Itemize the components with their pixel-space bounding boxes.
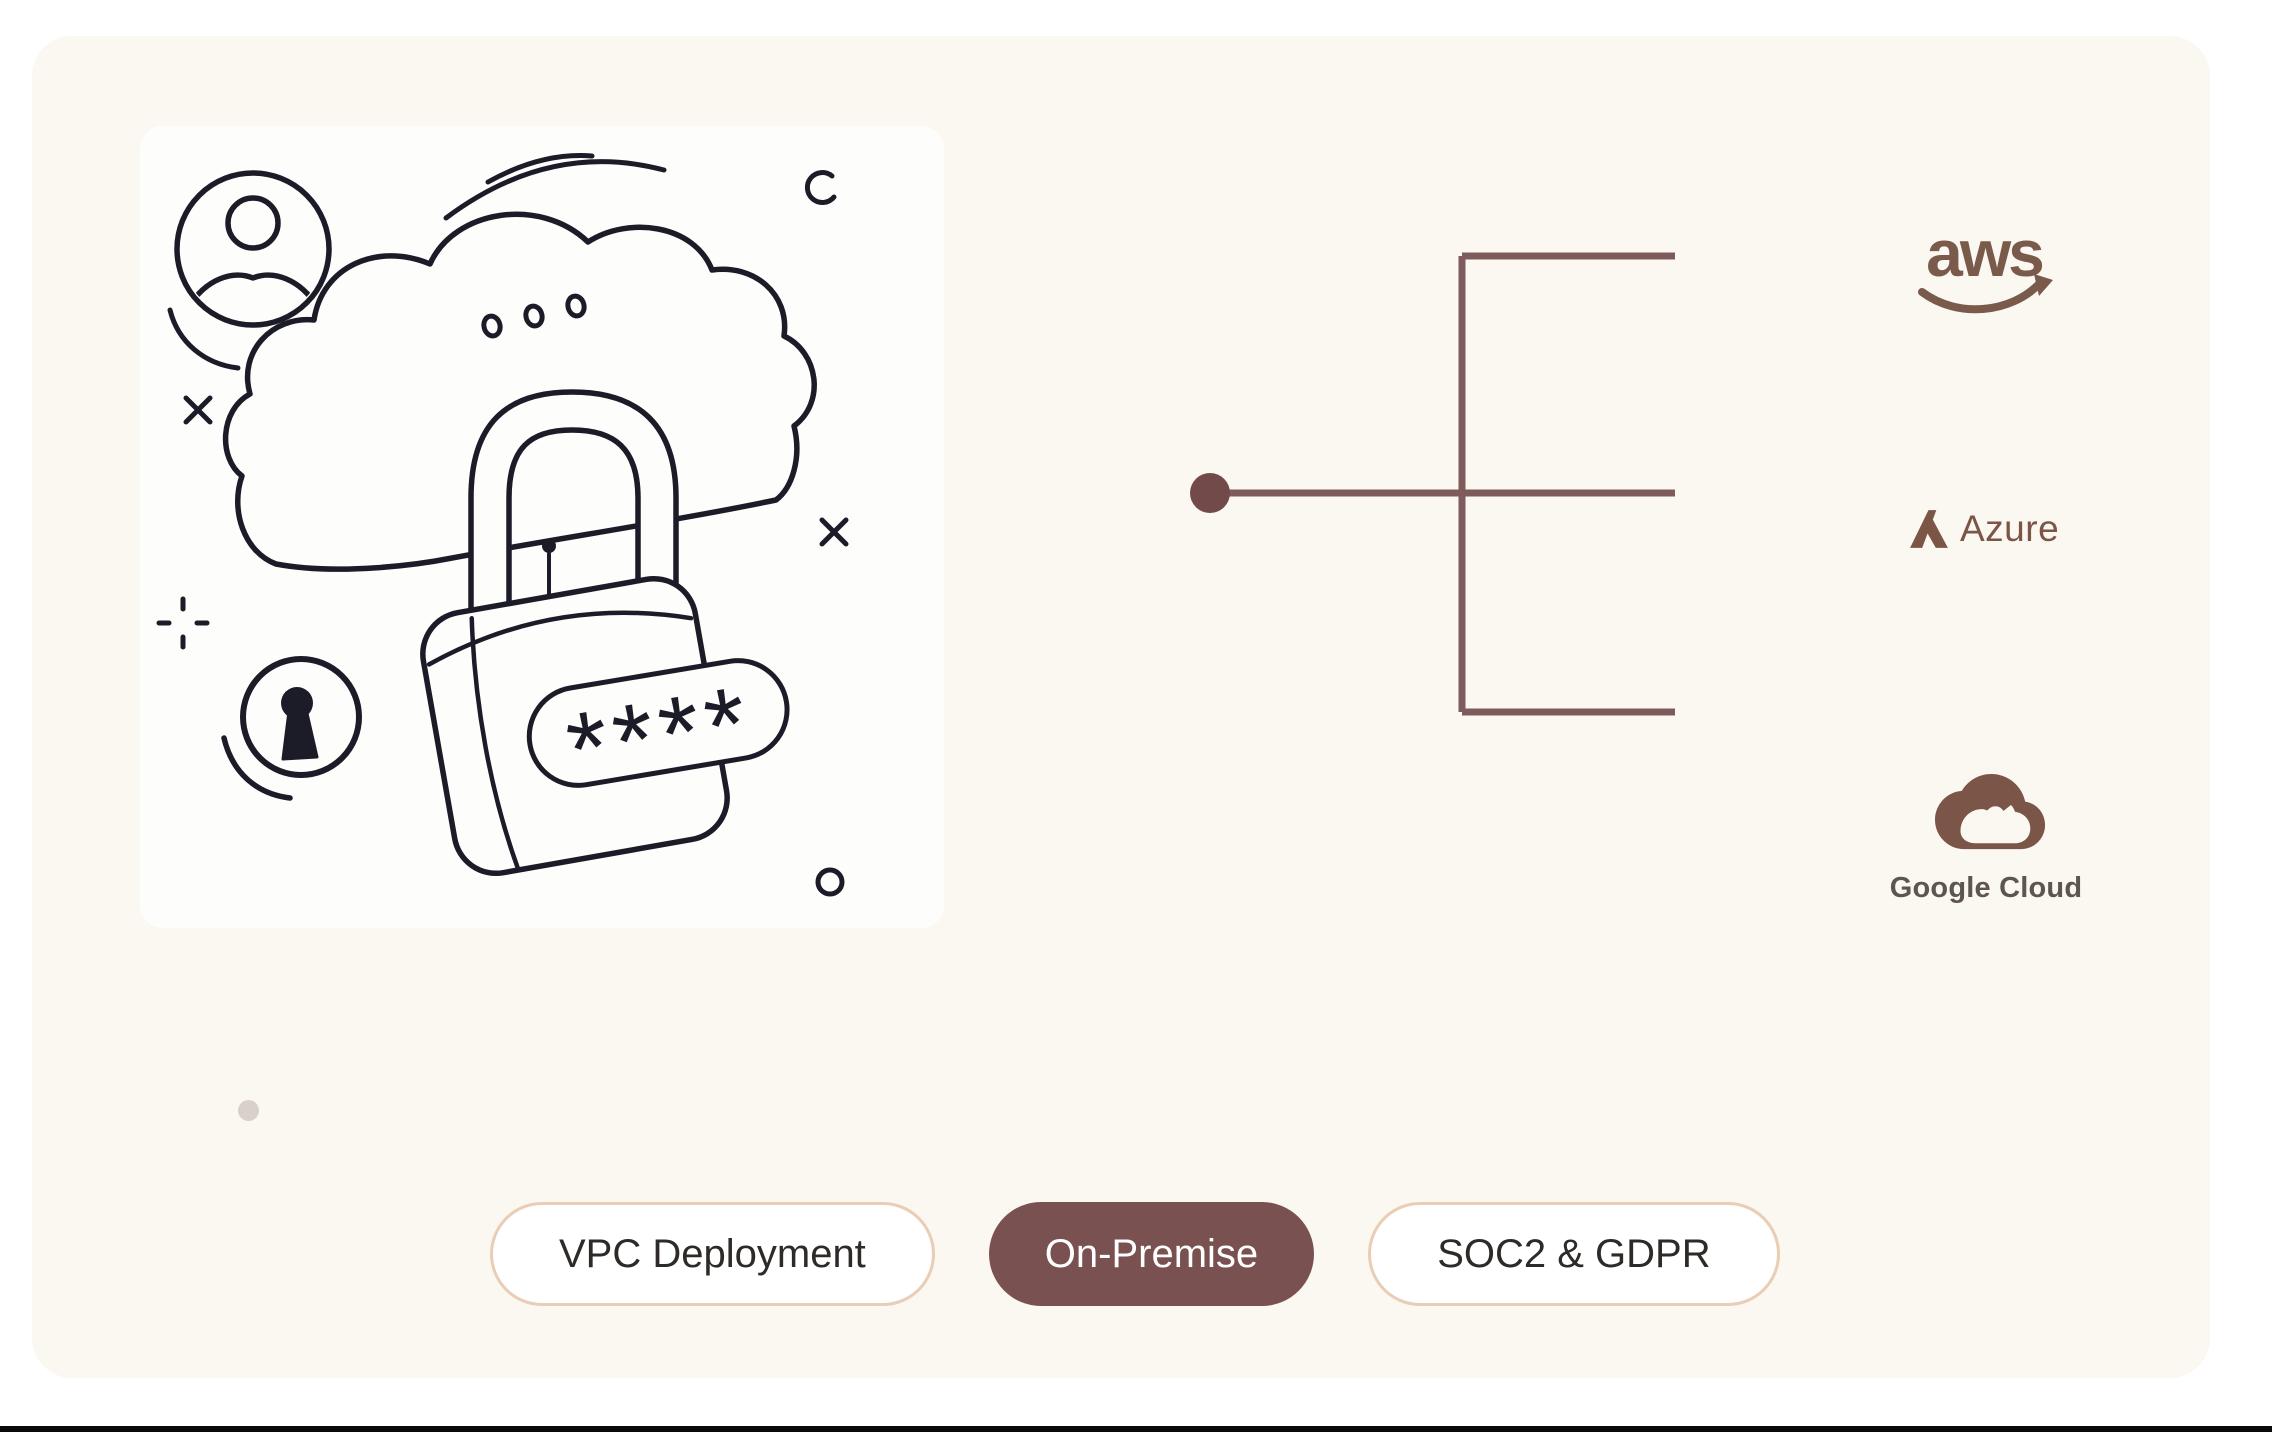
aws-smile-icon — [1918, 279, 2044, 314]
tag-on-premise[interactable]: On-Premise — [988, 1202, 1315, 1306]
azure-logo: Azure — [1908, 504, 2098, 554]
cloud-dots — [481, 293, 587, 339]
bottom-divider — [0, 1426, 2272, 1432]
security-illustration-card: **** — [140, 126, 944, 928]
x-mark-icon — [183, 395, 213, 425]
keyhole-icon — [221, 656, 362, 801]
user-avatar-icon — [167, 170, 332, 371]
tag-vpc-deployment[interactable]: VPC Deployment — [490, 1202, 935, 1306]
google-cloud-logo: Google Cloud — [1886, 760, 2086, 920]
small-circle-mark — [815, 867, 845, 897]
provider-connector-diagram — [1190, 252, 1675, 716]
cloud-lock-illustration: **** — [156, 153, 849, 897]
decorative-dot — [238, 1100, 259, 1121]
tag-soc2-gdpr[interactable]: SOC2 & GDPR — [1368, 1202, 1780, 1306]
google-cloud-logo-text: Google Cloud — [1889, 872, 2083, 904]
aws-logo: aws — [1906, 216, 2062, 328]
deployment-tags: VPC Deployment On-Premise SOC2 & GDPR — [490, 1202, 1780, 1306]
source-node-dot — [1190, 473, 1230, 513]
aws-smile-arrow — [2034, 274, 2053, 296]
azure-triangle-icon — [1910, 510, 1948, 548]
azure-logo-text: Azure — [1960, 508, 2060, 549]
cloud-outline — [222, 211, 817, 572]
c-curve-mark — [804, 170, 837, 205]
aws-logo-text: aws — [1926, 222, 2042, 290]
crosshair-icon — [156, 596, 210, 650]
x-mark-icon — [819, 517, 849, 547]
google-cloud-icon — [1935, 773, 2046, 850]
motion-arcs — [443, 153, 667, 221]
latch-pin — [542, 539, 556, 596]
